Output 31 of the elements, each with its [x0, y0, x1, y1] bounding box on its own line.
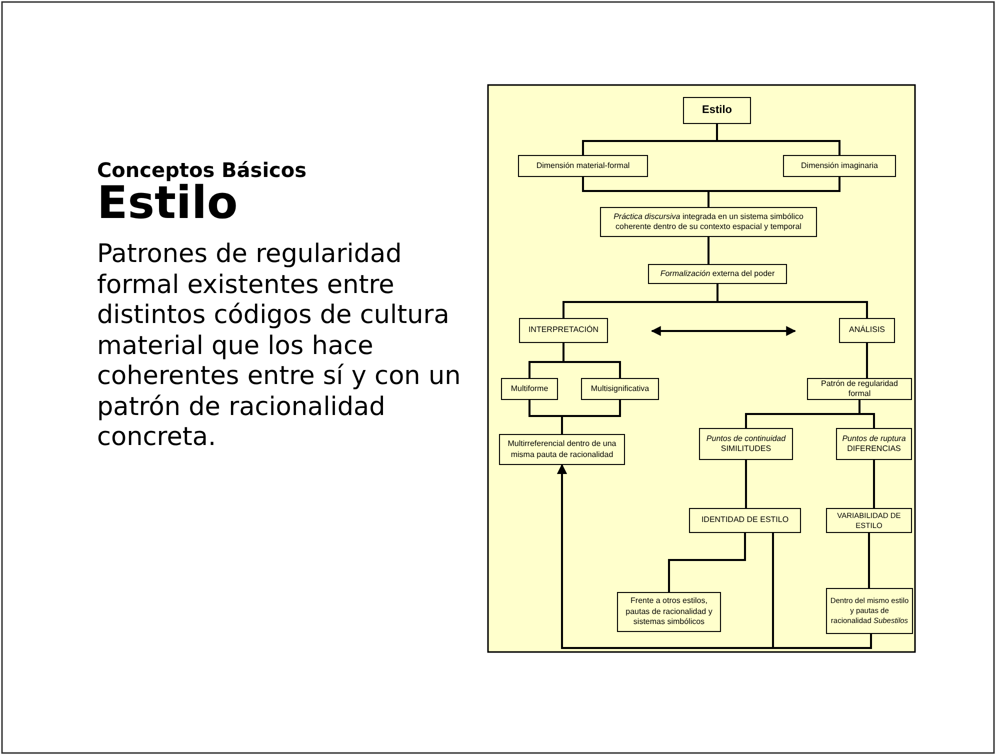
connector-line	[716, 284, 868, 318]
title-box: Estilo	[683, 97, 751, 124]
concept-box: Práctica discursiva integrada en un sistema simbólico coherente dentro de su contexto espacial y temporal	[600, 207, 817, 237]
connector-line	[858, 400, 875, 428]
concept-box: Formalización externa del poder	[648, 264, 787, 284]
concept-box: IDENTIDAD DE ESTILO	[689, 508, 801, 533]
concept-box: Dimensión imaginaria	[783, 155, 896, 177]
arrow	[650, 326, 796, 336]
connector-line	[708, 237, 710, 264]
connector-line	[868, 533, 870, 588]
connector-line	[873, 460, 875, 508]
connector-line	[716, 124, 840, 155]
arrow	[557, 464, 872, 649]
concept-box: Puntos de continuidad SIMILITUDES	[699, 428, 793, 460]
connector-line	[708, 177, 840, 207]
concept-box: Puntos de ruptura DIFERENCIAS	[836, 428, 912, 460]
connector-line	[562, 343, 621, 378]
connector-line	[866, 343, 868, 378]
concept-box: Multiforme	[501, 378, 558, 400]
concept-box: Multisignificativa	[581, 378, 659, 400]
connector-line	[668, 533, 746, 592]
connector-line	[745, 460, 747, 508]
concept-box: Multirreferencial dentro de una misma pauta de racionalidad	[499, 434, 625, 465]
description-text: Patrones de regularidad formal existentes entre distintos códigos de cultura material que los hace coherentes entre sí y con un patrón de racionalidad concreta.	[97, 239, 462, 452]
concept-box: Patrón de regularidad formal	[807, 378, 912, 400]
concept-box: Dimensión material-formal	[518, 155, 648, 177]
concept-box: INTERPRETACIÓN	[519, 318, 608, 343]
concept-box: ANÁLISIS	[839, 318, 895, 343]
subtitle: Conceptos Básicos	[97, 158, 308, 182]
concept-box: Frente a otros estilos, pautas de racionalidad y sistemas simbólicos	[617, 592, 721, 632]
connector-line	[561, 400, 621, 434]
